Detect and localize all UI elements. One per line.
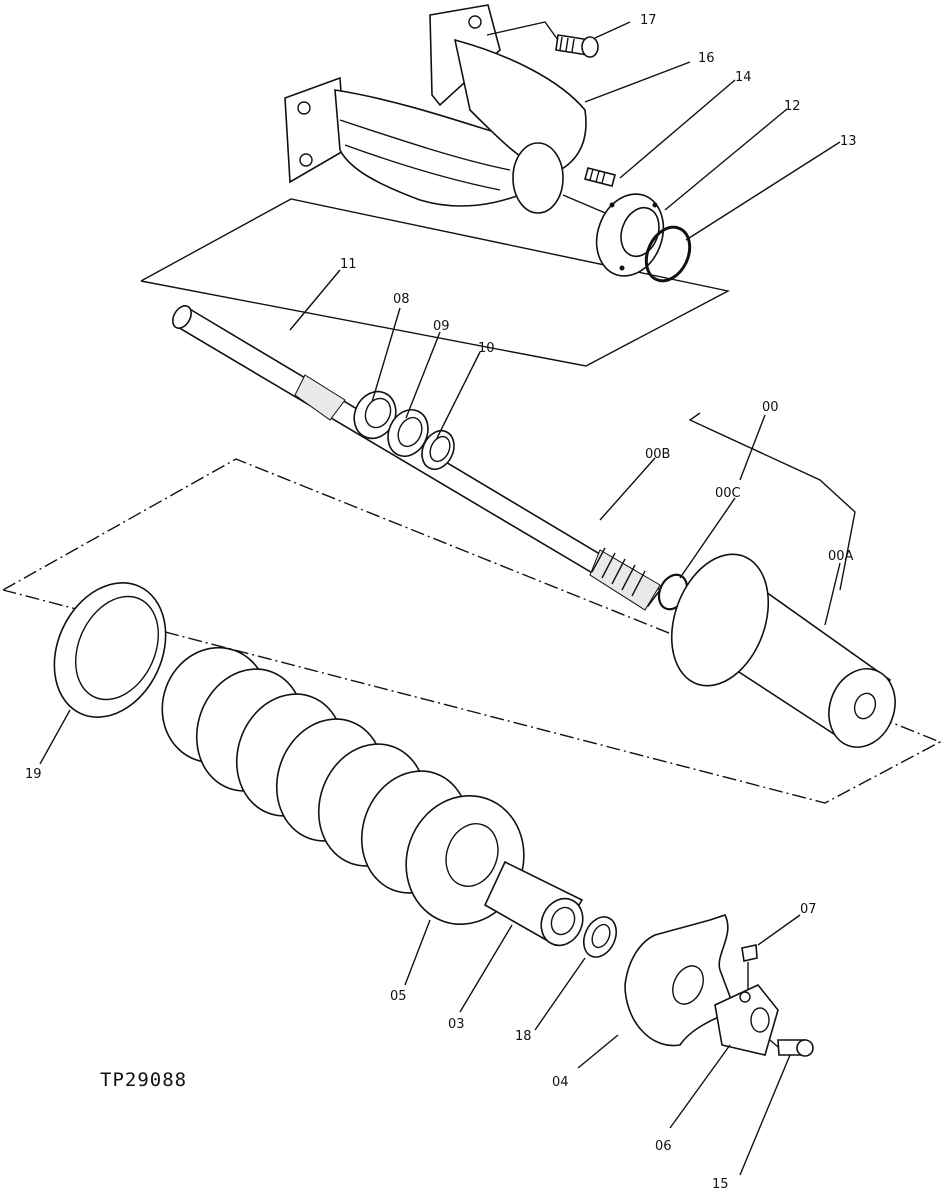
washer-18 <box>582 916 618 958</box>
callout-08: 08 <box>393 292 410 307</box>
o-ring-13 <box>644 225 692 283</box>
grease-fitting-15 <box>769 1039 814 1057</box>
recoil-spring-05 <box>161 646 525 926</box>
flange-bushing-12 <box>562 193 665 277</box>
callout-11: 11 <box>340 257 357 272</box>
callout-15: 15 <box>712 1177 729 1189</box>
callout-07: 07 <box>800 902 817 917</box>
figure-code: TP29088 <box>100 1069 187 1091</box>
adapter-block-06 <box>714 984 779 1056</box>
callout-16: 16 <box>698 51 715 66</box>
spacer-tube-03 <box>483 860 584 947</box>
shaft-11 <box>172 305 662 611</box>
callout-00A: 00A <box>828 549 854 564</box>
ring-10 <box>421 429 455 471</box>
yoke-plate-04 <box>624 914 737 1047</box>
lower-group-outline <box>2 458 942 804</box>
cylinder-00A <box>670 553 896 748</box>
plug-07 <box>741 944 758 990</box>
callout-09: 09 <box>433 319 450 334</box>
callout-12: 12 <box>784 99 801 114</box>
callout-04: 04 <box>552 1075 569 1090</box>
callout-00C: 00C <box>715 486 741 501</box>
callout-06: 06 <box>655 1139 672 1154</box>
callout-19: 19 <box>25 767 42 782</box>
callout-00: 00 <box>762 400 779 415</box>
callout-00B: 00B <box>645 447 670 462</box>
yoke-bracket <box>284 4 587 214</box>
cap-screw-17 <box>486 21 599 58</box>
callout-05: 05 <box>390 989 407 1004</box>
callout-17: 17 <box>640 13 657 28</box>
washer-19 <box>53 582 167 718</box>
callout-18: 18 <box>515 1029 532 1044</box>
callout-03: 03 <box>448 1017 465 1032</box>
callout-13: 13 <box>840 134 857 149</box>
callout-10: 10 <box>478 341 495 356</box>
seal-ring-08 <box>353 390 397 440</box>
callout-14: 14 <box>735 70 752 85</box>
leader-lines <box>39 21 856 1176</box>
screw-14 <box>584 167 616 187</box>
